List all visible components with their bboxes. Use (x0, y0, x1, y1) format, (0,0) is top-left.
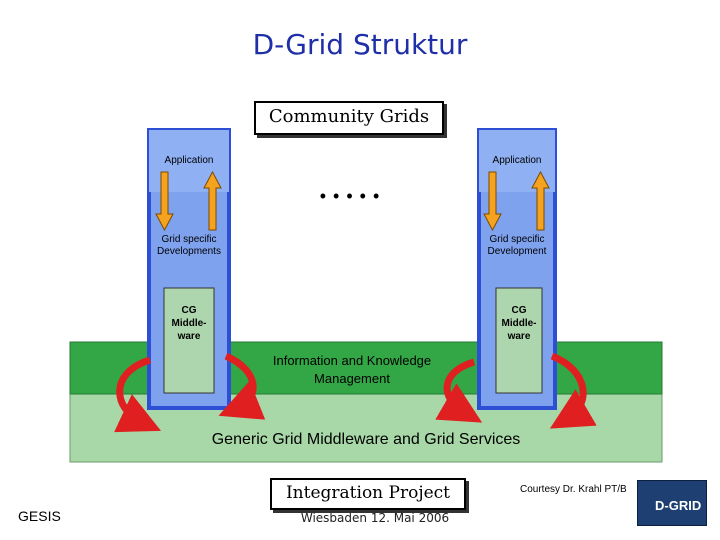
curved-arrow-icon (435, 358, 483, 423)
curved-arrow-icon (549, 352, 597, 429)
up-arrow-icon (531, 170, 550, 231)
right-grid-specific-label: Grid specific Development (487, 234, 547, 257)
left-grid-specific-label: Grid specific Developments (157, 234, 221, 257)
ellipsis: • • • • • (319, 186, 381, 206)
d-grid-logo (637, 480, 707, 526)
community-grids-box: Community Grids (254, 101, 444, 135)
up-arrow-icon (203, 170, 222, 231)
integration-project-box: Integration Project (270, 478, 466, 510)
curved-arrow-icon (218, 352, 266, 420)
right-cg-middleware-label: CG Middle- ware (501, 305, 537, 342)
curved-arrow-icon (114, 356, 162, 433)
footer-gesis: GESIS (18, 508, 61, 524)
left-cg-middleware-label: CG Middle- ware (171, 305, 207, 342)
page-title: D-Grid Struktur (252, 28, 468, 61)
right-application-label: Application (492, 155, 542, 166)
courtesy-note: Courtesy Dr. Krahl PT/B (520, 484, 627, 495)
info-knowledge-label: Information and Knowledge Management (272, 353, 432, 386)
footer-date: Wiesbaden 12. Mai 2006 (300, 511, 450, 525)
logo-text: D-GRID (655, 498, 702, 513)
right-middleware-box (495, 287, 543, 394)
left-application-label: Application (164, 155, 214, 166)
down-arrow-icon (483, 171, 502, 232)
down-arrow-icon (155, 171, 174, 232)
left-middleware-box (163, 287, 215, 394)
generic-layer-label: Generic Grid Middleware and Grid Service… (211, 431, 521, 448)
